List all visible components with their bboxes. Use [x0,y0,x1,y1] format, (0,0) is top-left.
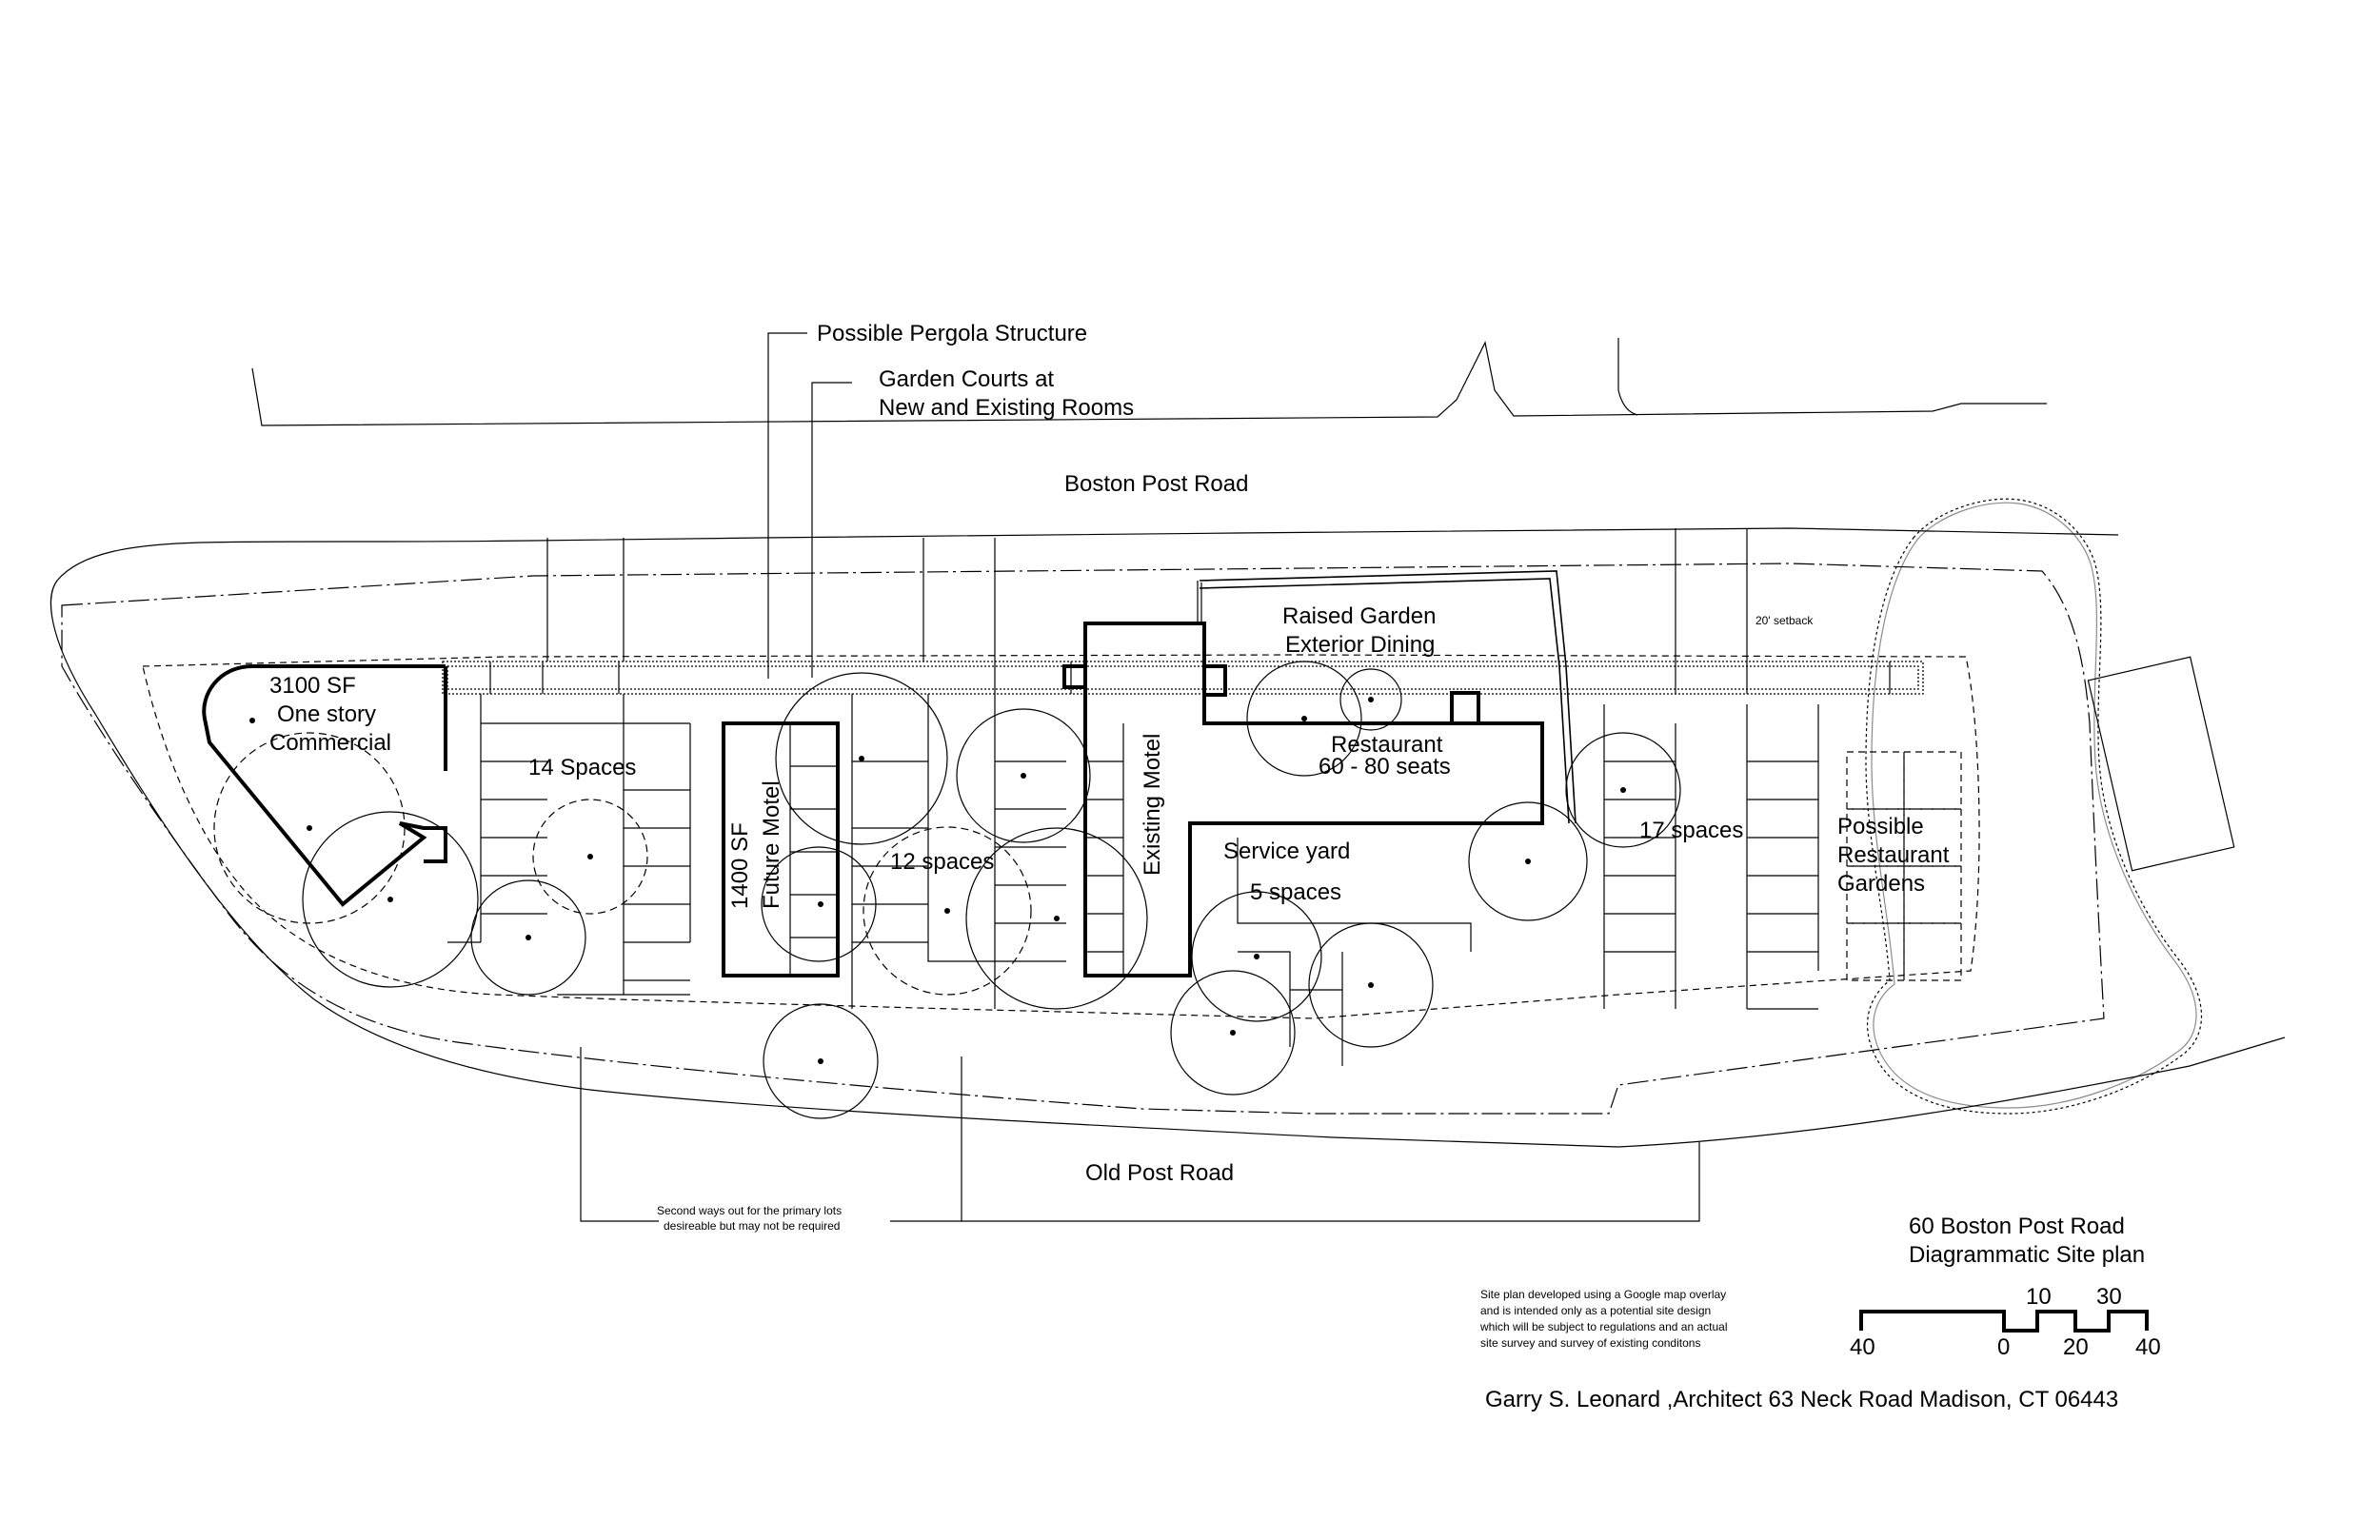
scale-label-20: 20 [2063,1334,2089,1360]
label-commercial-1: 3100 SF [269,673,356,699]
label-raised-garden-1: Raised Garden [1282,603,1436,629]
label-existing-motel: Existing Motel [1140,734,1165,876]
parking-lot-17 [1603,528,1819,1010]
label-future-motel-1: 1400 SF [727,822,753,909]
note-line-1: Site plan developed using a Google map o… [1480,1288,1726,1301]
label-second-ways-1: Second ways out for the primary lots [657,1204,842,1217]
label-parking-14: 14 Spaces [528,755,636,780]
note-line-4: site survey and survey of existing condi… [1480,1336,1700,1350]
label-garden-courts-2: New and Existing Rooms [879,395,1134,421]
scale-label-zero: 0 [1997,1334,2010,1360]
scale-label-30: 30 [2096,1284,2122,1310]
label-boston-post-road: Boston Post Road [1064,471,1248,497]
parking-lot-14 [447,538,691,996]
label-gardens-2: Restaurant [1837,842,1950,868]
setback-lines [61,563,2105,1115]
note-line-2: and is intended only as a potential site… [1480,1304,1711,1317]
title-subtitle: Diagrammatic Site plan [1909,1242,2145,1268]
pergola-structure [442,661,1924,695]
building-future-motel [722,721,840,977]
scale-bar [1859,1310,2149,1333]
label-service-yard-1: Service yard [1223,839,1350,864]
hedge-line [1865,498,2203,1115]
architect-credit: Garry S. Leonard ,Architect 63 Neck Road… [1485,1387,2118,1412]
label-pergola: Possible Pergola Structure [817,321,1087,346]
parking-lot-service [1237,838,1472,1066]
scale-label-10: 10 [2026,1284,2052,1310]
label-commercial-2: One story [277,701,376,727]
outbuilding [2087,656,2235,872]
callout-leaders [580,332,1700,1222]
tree-trunks [249,697,1626,1064]
title-address: 60 Boston Post Road [1909,1214,2125,1239]
label-restaurant-1: Restaurant [1331,732,1443,758]
building-commercial [202,664,447,907]
label-gardens-3: Gardens [1837,871,1925,897]
note-line-3: which will be subject to regulations and… [1479,1320,1728,1333]
label-restaurant-2: 60 - 80 seats [1319,754,1451,780]
label-parking-17: 17 spaces [1639,818,1743,843]
site-boundary [50,527,2286,1148]
label-old-post-road: Old Post Road [1085,1160,1234,1186]
label-garden-courts-1: Garden Courts at [879,366,1054,392]
label-parking-12: 12 spaces [890,849,994,875]
label-commercial-3: Commercial [269,730,391,756]
scale-label-left: 40 [1850,1334,1875,1360]
trees [213,661,1681,1119]
label-future-motel-2: Future Motel [759,780,784,909]
label-second-ways-2: desireable but may not be required [664,1219,840,1233]
building-existing-motel [1062,622,1544,977]
boston-post-road-edge [251,338,2047,426]
restaurant-gardens-grid [1846,751,1962,981]
scale-label-right: 40 [2135,1334,2161,1360]
label-service-yard-2: 5 spaces [1250,879,1341,905]
parking-lot-12 [851,538,1066,1009]
label-setback: 20' setback [1755,614,1814,627]
label-raised-garden-2: Exterior Dining [1285,632,1435,658]
raised-garden-terrace [1197,570,1577,824]
label-gardens-1: Possible [1837,814,1924,839]
